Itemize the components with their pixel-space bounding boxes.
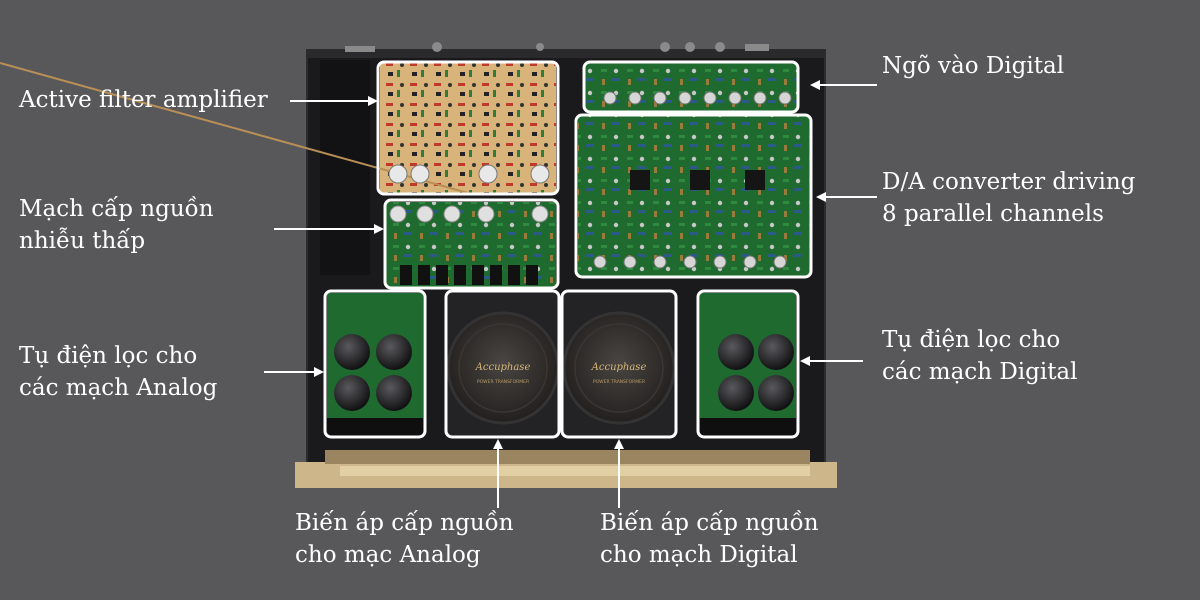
callout-arrows — [264, 80, 877, 508]
digital-input-caps — [603, 91, 792, 105]
rear-connectors — [345, 42, 769, 52]
label-low-noise-power: Mạch cấp nguồn nhiễu thấp — [19, 196, 214, 254]
highlight-digital-caps — [696, 289, 800, 439]
highlight-low-noise-power — [383, 198, 560, 290]
analog-transformer — [446, 293, 560, 436]
label-dac: D/A converter driving 8 parallel channel… — [882, 169, 1136, 227]
highlight-dac — [574, 113, 813, 279]
low-noise-power-caps — [389, 205, 549, 223]
digital-input-board — [585, 63, 797, 111]
digital-transformer-caption: POWER TRANSFORMER — [593, 379, 645, 385]
low-noise-power-heatsinks — [400, 265, 538, 285]
analog-transformer-logo: Accuphase — [475, 362, 531, 373]
highlight-analog-caps — [323, 289, 427, 439]
digital-transformer — [562, 293, 676, 436]
highlight-active-filter — [376, 60, 560, 196]
highlight-digital-transformer — [560, 289, 678, 439]
dac-output-caps — [593, 255, 787, 269]
highlight-digital-input — [582, 60, 800, 114]
front-panel-strip — [340, 466, 810, 476]
highlight-analog-transformer — [444, 289, 561, 439]
digital-filter-capacitors — [718, 334, 794, 411]
chassis-rear-rail — [307, 50, 825, 58]
analog-transformer-caption: POWER TRANSFORMER — [477, 379, 529, 385]
digital-transformer-logo: Accuphase — [591, 362, 647, 373]
active-filter-board — [380, 63, 556, 193]
label-active-filter: Active filter amplifier — [19, 87, 268, 113]
label-digital-transformer: Biến áp cấp nguồn cho mạch Digital — [600, 510, 819, 568]
label-digital-input: Ngõ vào Digital — [882, 53, 1065, 79]
digital-caps-base — [700, 418, 796, 436]
internal-shelf — [320, 60, 370, 275]
highlight-boxes — [323, 60, 813, 439]
active-filter-caps — [388, 164, 550, 184]
label-digital-caps: Tụ điện lọc cho các mạch Digital — [882, 327, 1078, 385]
analog-caps-base — [327, 418, 423, 436]
front-panel-shadow — [325, 450, 810, 464]
analog-filter-capacitors — [334, 334, 412, 411]
label-analog-caps: Tụ điện lọc cho các mạch Analog — [19, 343, 218, 401]
dac-chips — [630, 170, 765, 190]
dac-board — [578, 116, 810, 276]
label-analog-transformer: Biến áp cấp nguồn cho mạc Analog — [295, 510, 514, 568]
